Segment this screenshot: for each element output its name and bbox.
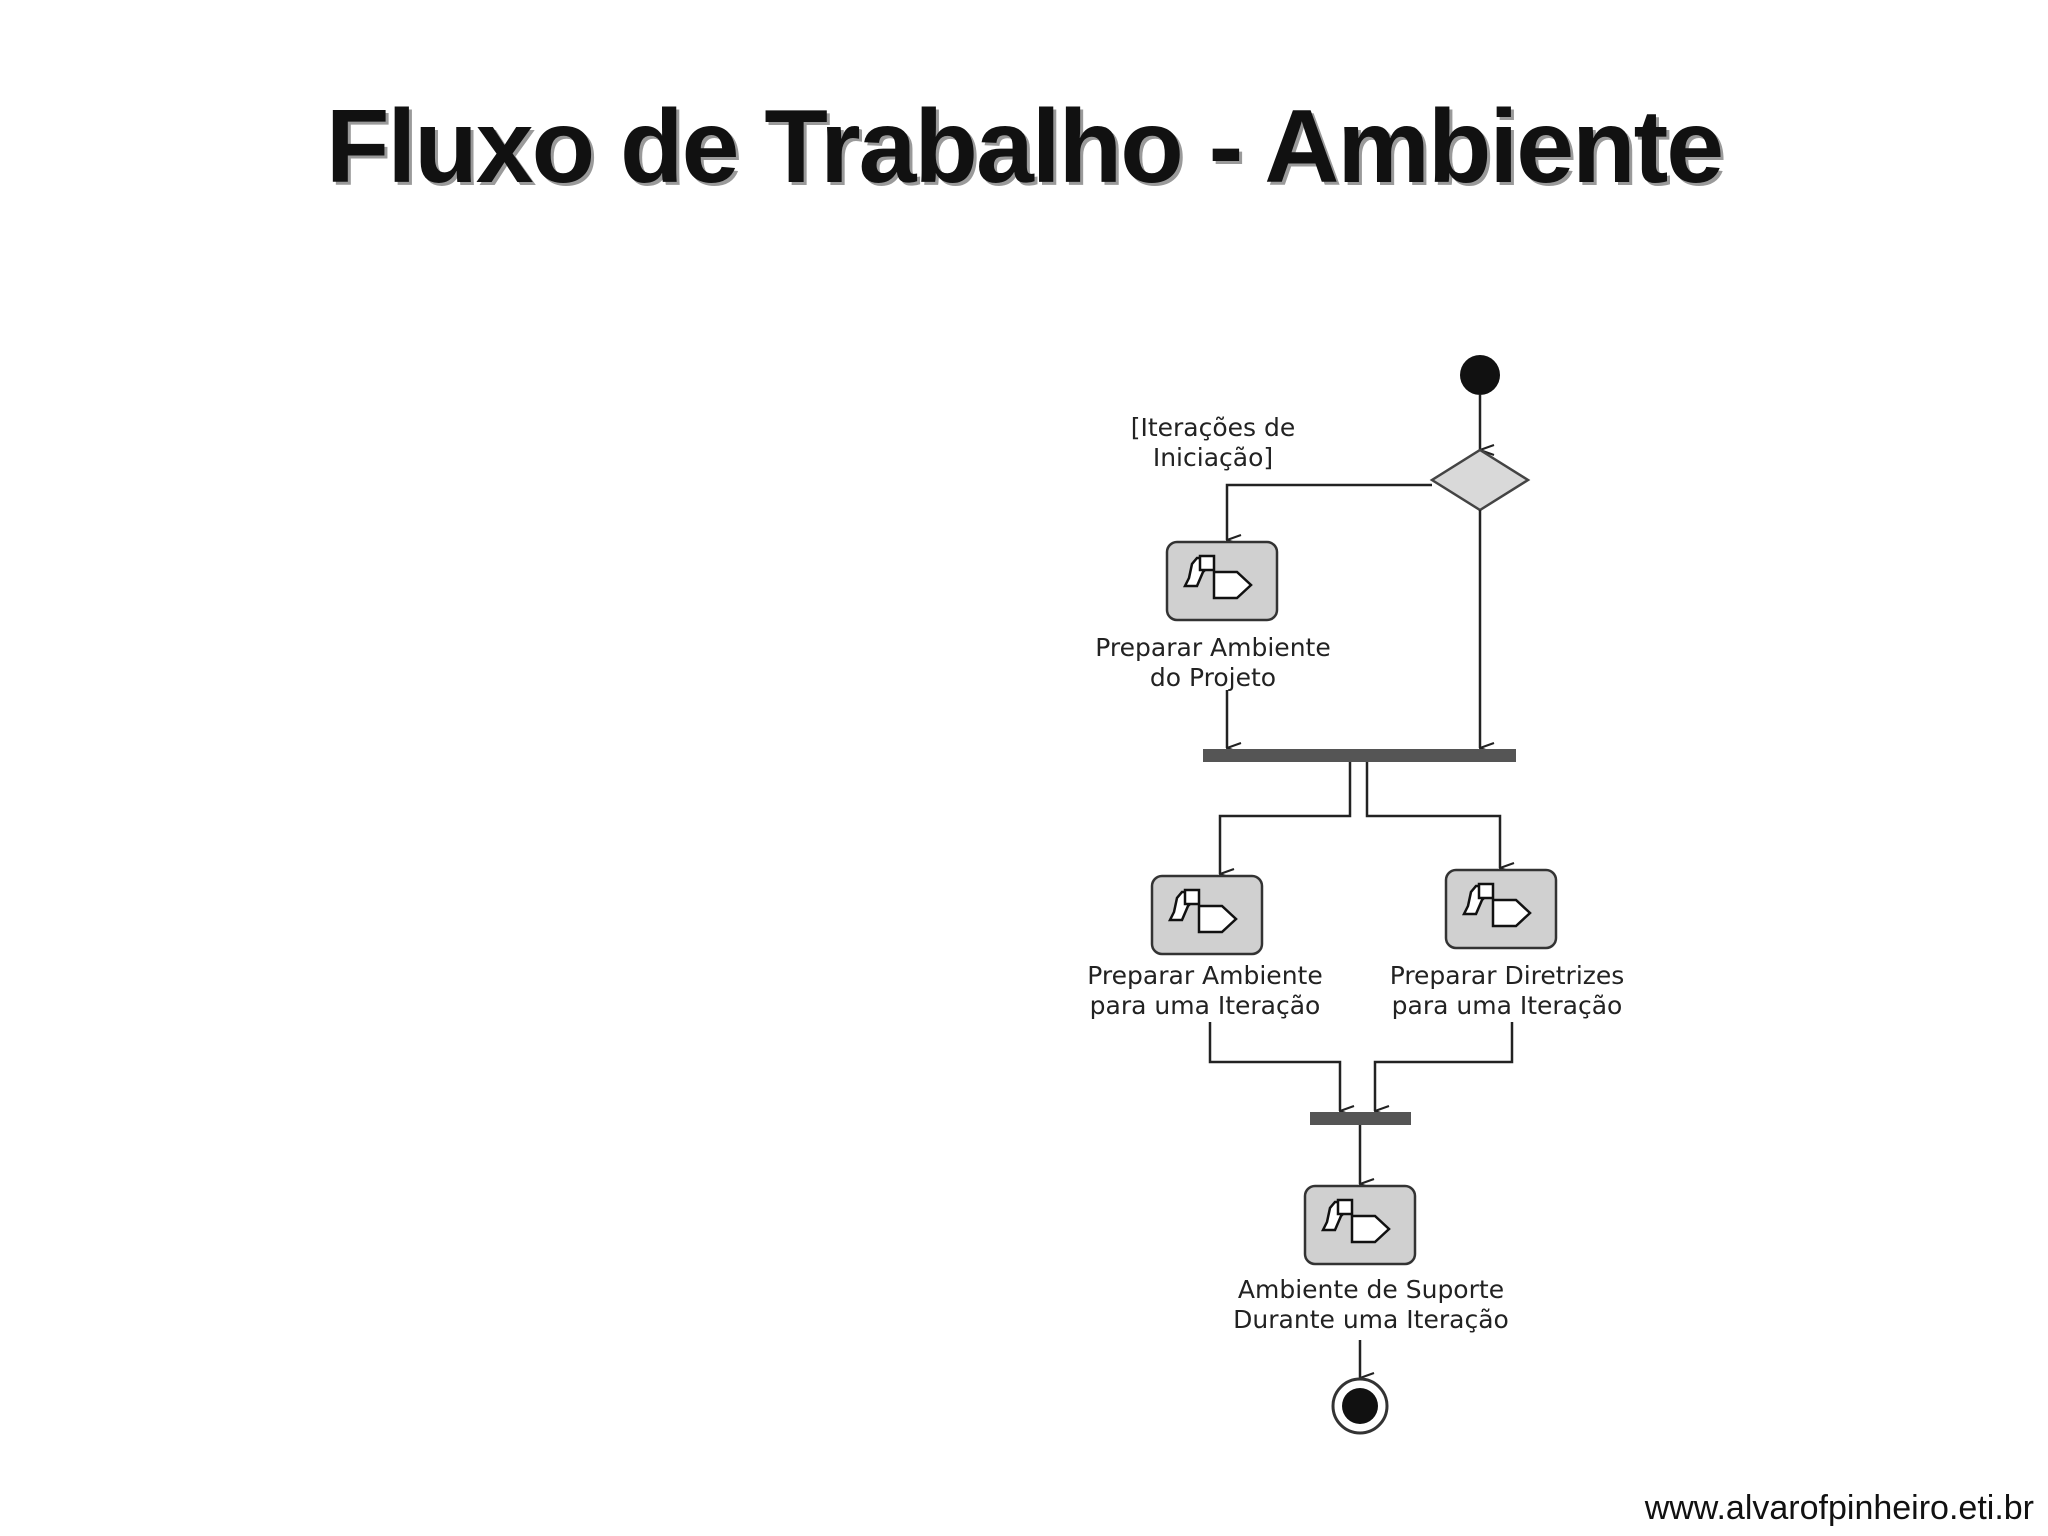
slide-title: Fluxo de Trabalho - Ambiente — [325, 89, 1724, 205]
synchronization-bar — [1203, 749, 1516, 762]
flow-edge — [1365, 762, 1500, 868]
activity-label: Preparar Ambiente — [1087, 961, 1322, 990]
activity-label: Durante uma Iteração — [1233, 1305, 1509, 1334]
activity-label: Preparar Ambiente — [1095, 633, 1330, 662]
activity-label: do Projeto — [1150, 663, 1276, 692]
decision-node — [1429, 448, 1531, 512]
activity-label: Ambiente de Suporte — [1238, 1275, 1504, 1304]
flow-edge — [1208, 1022, 1340, 1111]
activity-label: Preparar Diretrizes — [1390, 961, 1625, 990]
activity-node — [1165, 540, 1279, 622]
guard-label: Iniciação] — [1153, 443, 1273, 472]
activity-node — [1444, 868, 1558, 950]
end-node — [1331, 1377, 1389, 1435]
activity-node — [1150, 874, 1264, 956]
synchronization-bar — [1310, 1112, 1411, 1125]
activity-label: para uma Iteração — [1090, 991, 1321, 1020]
flow-edge — [1218, 762, 1352, 874]
flow-edge-guarded — [1225, 483, 1432, 540]
activity-label: para uma Iteração — [1392, 991, 1623, 1020]
flow-edge — [1373, 1022, 1514, 1111]
guard-label: [Iterações de — [1131, 413, 1296, 442]
activity-node — [1303, 1184, 1417, 1266]
footer-url: www.alvarofpinheiro.eti.br — [1644, 1489, 2034, 1527]
start-node — [1460, 355, 1500, 395]
